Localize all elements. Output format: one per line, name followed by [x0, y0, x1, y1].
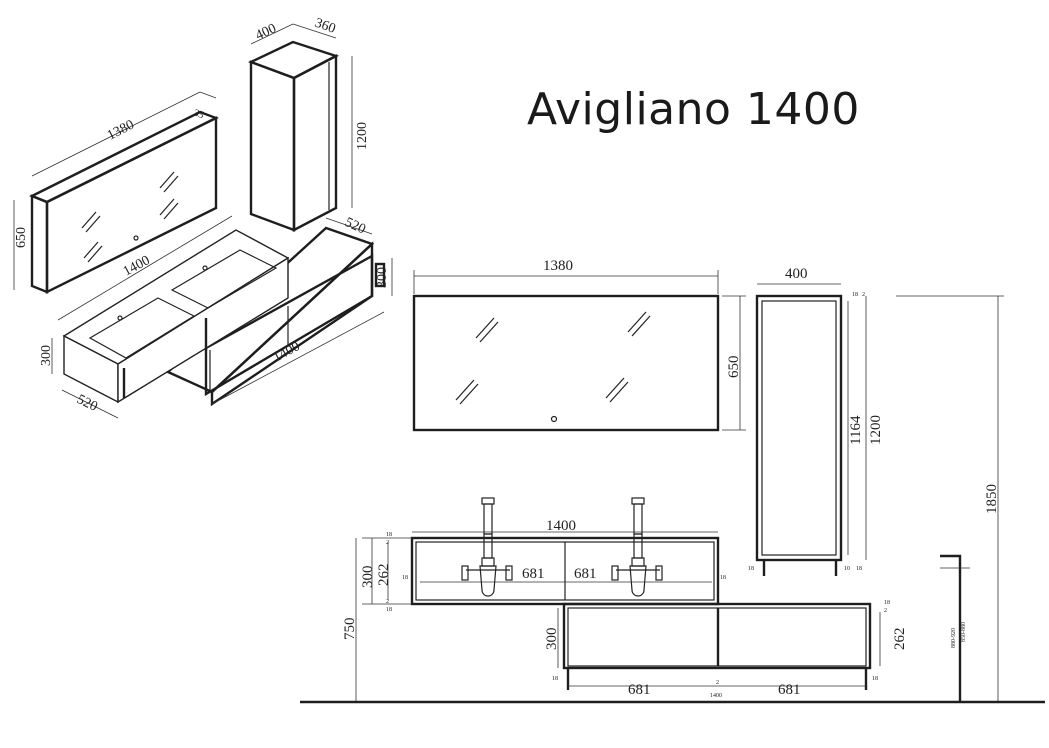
front-lower-body	[562, 602, 872, 670]
floor-note-b: 850-880	[961, 622, 967, 642]
iso-tall-side	[292, 54, 338, 232]
front-lower-half-left-label: 681	[628, 682, 651, 698]
iso-tall-width-label: 400	[253, 21, 278, 43]
front-upper-height-label: 300	[360, 566, 376, 589]
front-tall-width-label: 400	[785, 266, 808, 282]
iso-tall-front	[249, 60, 296, 232]
iso-vanity-right-handle	[374, 262, 386, 288]
front-upper-bot-b: 18	[386, 607, 392, 613]
iso-vanity-left-width-label: 1400	[121, 253, 153, 279]
front-tall-foot-c: 18	[856, 566, 862, 572]
iso-mirror-height-label: 650	[14, 227, 29, 248]
front-lower-height-label: 300	[544, 628, 560, 651]
iso-tall-depth-label: 360	[313, 16, 338, 37]
front-lower-half-right-label: 681	[778, 682, 801, 698]
iso-tall-cabinet: 400 360 1200	[247, 16, 370, 232]
iso-tall-height-label: 1200	[355, 122, 370, 150]
front-tall-small-a: 18	[852, 292, 858, 298]
faucet-right-icon	[611, 497, 663, 597]
floor-note-a: 880-920	[951, 628, 957, 648]
iso-tall-top	[247, 40, 340, 80]
front-upper-side-right: 18	[720, 575, 726, 581]
faucet-left-icon	[461, 497, 513, 597]
iso-vanity-left-depth-label: 520	[74, 392, 99, 415]
front-tall-body	[755, 294, 843, 562]
iso-basin-left	[88, 297, 196, 359]
front-mirror-panel	[412, 294, 720, 432]
height-750-label: 750	[342, 618, 358, 641]
iso-mirror-width-label: 1380	[105, 117, 137, 143]
iso-mirror-depth-label: 35	[192, 107, 205, 121]
front-mirror: 1380 650	[412, 258, 746, 432]
front-mirror-width-label: 1380	[543, 258, 573, 274]
product-title: Avigliano 1400	[527, 84, 860, 135]
iso-vanity-right-drawer-face	[204, 253, 374, 397]
front-tall-foot-a: 18	[748, 566, 754, 572]
front-tall-height-label: 1200	[868, 415, 884, 445]
front-lower-mid-label: 2	[716, 680, 719, 686]
mirror-sensor-icon	[550, 415, 558, 423]
overall-height-dim: 1850	[896, 295, 1004, 702]
iso-vanity-left-height-label: 300	[39, 345, 54, 366]
front-upper-half-left-label: 681	[522, 566, 545, 582]
iso-mirror-front	[45, 116, 218, 294]
height-750-dim: 750	[342, 538, 358, 702]
front-upper-bot-a: 2	[386, 599, 389, 605]
front-lower-end-left: 18	[552, 676, 558, 682]
front-tall-inner-height-label: 1164	[848, 415, 864, 445]
front-tall-foot-b: 10	[844, 566, 850, 572]
iso-vanity-left-front	[117, 256, 289, 404]
iso-mirror: 1380 35 650	[13, 91, 220, 294]
front-mirror-height-label: 650	[726, 356, 742, 379]
front-upper-t-top: 18	[386, 532, 392, 538]
wall-section: 880-920 850-880	[940, 554, 970, 702]
front-lower-total-label: 1400	[710, 693, 722, 699]
front-tall-cabinet: 400 1164 1200 18 2 18 10 18	[748, 266, 884, 576]
front-upper-t-top2: 2	[386, 540, 389, 546]
iso-basin-right	[170, 249, 278, 309]
front-lower-vanity: 300 262 681 681 1400 2 18 18 18 2	[544, 600, 908, 699]
overall-height-label: 1850	[984, 484, 1000, 514]
front-upper-side-left: 18	[402, 575, 408, 581]
front-lower-end-right: 18	[872, 676, 878, 682]
front-upper-vanity: 1400 681 681 300 262 18 2 18 18 2 18	[360, 497, 726, 613]
front-lower-top-a: 18	[884, 600, 890, 606]
front-lower-top-b: 2	[884, 608, 887, 614]
front-upper-half-right-label: 681	[574, 566, 597, 582]
iso-vanity-right-width-label: 1400	[271, 339, 303, 365]
front-lower-inner-height-label: 262	[892, 628, 908, 651]
front-upper-inner-height-label: 262	[376, 564, 392, 587]
iso-vanity-left: 1400 520 300	[39, 215, 290, 419]
front-tall-small-b: 2	[862, 292, 865, 298]
iso-mirror-side	[30, 194, 49, 294]
front-upper-width-label: 1400	[546, 518, 576, 534]
iso-vanity-right-height-label: 300	[375, 267, 390, 288]
